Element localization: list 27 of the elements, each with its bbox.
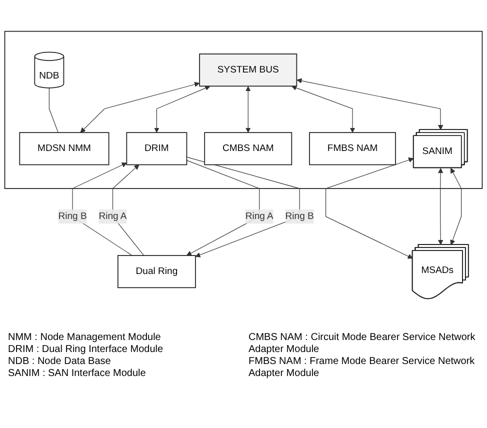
abbreviation-note: NMM : Node Management Module [8, 332, 162, 344]
edge-label: Ring A [98, 211, 127, 222]
arrow [326, 157, 414, 259]
abbreviation-note: FMBS NAM : Frame Mode Bearer Service Network Adapter Module [248, 356, 476, 380]
abbreviation-note: CMBS NAM : Circuit Mode Bearer Service Network Adapter Module [248, 332, 476, 356]
node-box: FMBS NAM [309, 132, 396, 166]
node-box: MDSN NMM [19, 132, 110, 166]
arrow [154, 86, 210, 133]
arrow [80, 82, 200, 133]
arrow [291, 85, 356, 133]
node-box: SYSTEM BUS [199, 54, 298, 87]
edge-label: Ring B [285, 211, 314, 222]
node-box: CMBS NAM [204, 132, 292, 166]
arrow [450, 168, 462, 246]
node-box: DRIM [126, 132, 188, 166]
edge-label: Ring B [58, 211, 87, 222]
node-box: Dual Ring [117, 255, 196, 288]
cluster [4, 30, 483, 189]
abbreviation-note: SANIM : SAN Interface Module [8, 368, 147, 380]
abbreviation-note: NDB : Node Data Base [8, 356, 112, 368]
arrow [438, 168, 444, 246]
arrow [72, 162, 132, 256]
abbreviation-note: DRIM : Dual Ring Interface Module [8, 344, 164, 356]
connector [48, 88, 58, 133]
edge-label: Ring A [245, 211, 274, 222]
arrow [296, 78, 444, 130]
arrow [246, 86, 251, 133]
